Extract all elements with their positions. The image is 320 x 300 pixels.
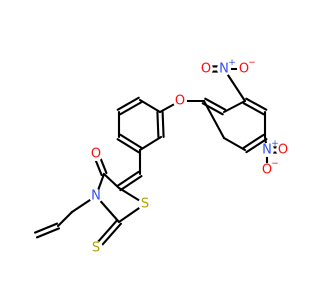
bond-ch-c5-b xyxy=(119,175,143,192)
bond-r1e-r1f-b xyxy=(116,96,140,111)
charge-o-nitro1-side: − xyxy=(248,58,256,68)
bond-r1a-r1b-b xyxy=(161,110,165,138)
atom-o-carbonyl: O xyxy=(89,147,103,162)
atom-n-nitro2: N + xyxy=(260,139,279,158)
charge-n-nitro1: + xyxy=(228,58,236,68)
atom-label-o-nitro1-side: O xyxy=(239,62,249,77)
bond-r1e-r1f-a xyxy=(119,101,143,116)
bond-lines xyxy=(33,65,285,251)
atom-labels: O N + O − O N + O O − xyxy=(89,58,290,256)
atom-label-n-nitro1: N xyxy=(219,62,229,77)
bond-r1f-r1a xyxy=(138,98,162,114)
atom-n-nitro1: N + xyxy=(217,58,236,77)
bond-a1-a2 xyxy=(56,210,74,228)
bond-a2-a3-a xyxy=(33,222,59,234)
bond-r1c-r1d-a xyxy=(119,133,143,149)
bond-r2c-r2d-b xyxy=(245,97,268,111)
atom-n-ring: N xyxy=(89,189,103,204)
atom-label-o-carbonyl: O xyxy=(91,147,101,162)
atom-o-ether: O xyxy=(173,94,187,109)
atom-label-o-ether: O xyxy=(175,94,185,109)
atom-o-nitro1-top: O xyxy=(199,62,213,77)
bond-c5-c4 xyxy=(102,172,121,190)
bond-r2f-r2g xyxy=(222,136,247,152)
charge-n-nitro2: + xyxy=(271,139,279,149)
bond-r2e-r2f-a xyxy=(242,133,265,149)
atom-s-ring: S xyxy=(138,197,152,212)
atom-label-s-thione: S xyxy=(92,241,100,256)
bond-r1c-r1d-b xyxy=(116,138,140,154)
bond-r1a-r1b-a xyxy=(156,111,160,139)
molecule-structure-diagram: O N + O − O N + O O − xyxy=(33,58,290,256)
atom-o-nitro2-bottom: O − xyxy=(260,159,279,178)
atom-label-n-ring: N xyxy=(91,189,101,204)
atom-label-o-nitro1-top: O xyxy=(201,62,211,77)
bond-r2g-r2a xyxy=(202,99,226,140)
atom-label-o-nitro2-bottom: O xyxy=(262,163,272,178)
bond-r2e-r2f-b xyxy=(245,138,268,154)
atom-label-n-nitro2: N xyxy=(262,143,272,158)
bond-r2a-r2b-b xyxy=(204,97,227,111)
charge-o-nitro2-bottom: − xyxy=(271,159,279,169)
bond-ch-c5-a xyxy=(116,170,140,187)
atom-o-nitro1-side: O − xyxy=(237,58,256,77)
atom-label-s-ring: S xyxy=(141,197,149,212)
bond-r2b-r2c xyxy=(222,99,247,114)
bond-r1b-r1c xyxy=(138,135,163,152)
atom-s-thione: S xyxy=(89,241,103,256)
atom-label-o-nitro2-side: O xyxy=(278,143,288,158)
atom-o-nitro2-side: O xyxy=(276,143,290,158)
bond-a2-a3-b xyxy=(35,227,61,239)
bond-r2c-r2d-a xyxy=(242,102,265,116)
